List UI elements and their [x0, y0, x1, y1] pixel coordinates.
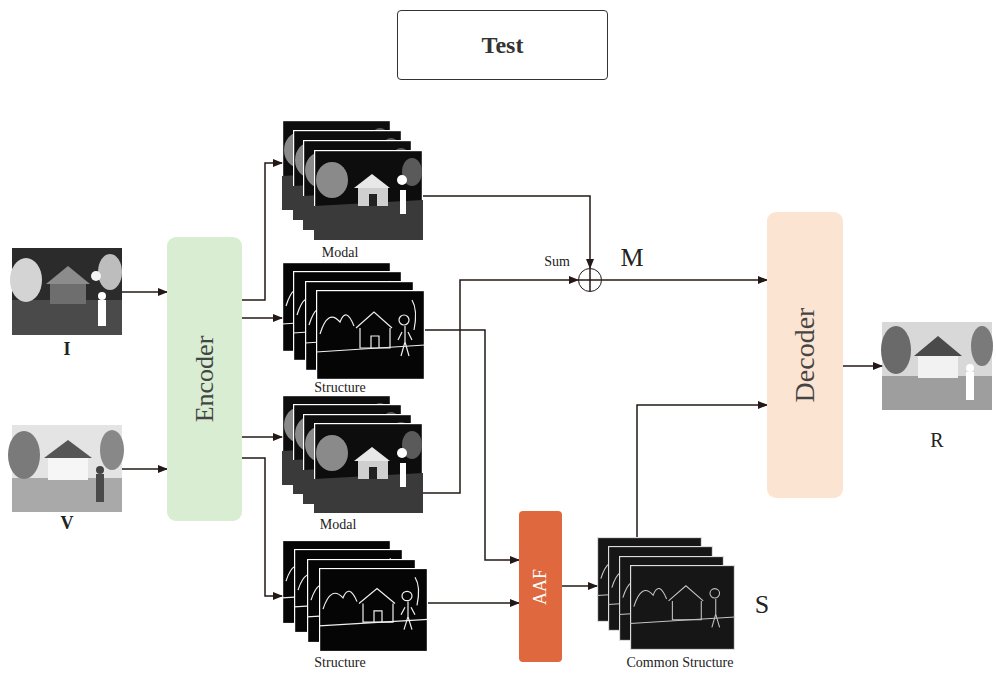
connector-arrow — [843, 365, 882, 367]
feature-stack: Modal — [282, 395, 423, 513]
feature-stack: Structure — [282, 540, 428, 652]
image-person — [966, 364, 974, 372]
feature-stack: Structure — [282, 262, 425, 380]
connector-arrow — [637, 405, 767, 537]
feature-stack: Modal — [282, 120, 423, 240]
block-label: Encoder — [190, 336, 219, 423]
encoder-block: Encoder — [167, 237, 242, 521]
image-roof — [914, 336, 962, 356]
block-label: AAF — [531, 568, 551, 604]
image-roof — [46, 266, 90, 284]
sum-circle: SumM — [578, 268, 602, 292]
connector-arrow — [428, 602, 519, 604]
image-house — [48, 458, 88, 480]
connector-arrow — [122, 291, 167, 293]
image-road — [12, 478, 122, 512]
node-label: Sum — [544, 254, 570, 269]
node-label: S — [755, 591, 769, 620]
fused-image — [881, 322, 993, 410]
node-label: Modal — [320, 517, 357, 532]
node-label: M — [620, 244, 643, 273]
node-label: Structure — [314, 380, 365, 395]
node-label: R — [930, 429, 943, 451]
image-road — [12, 300, 122, 335]
feature-map — [314, 151, 423, 240]
connector-arrow — [122, 468, 167, 470]
infrared-image — [10, 248, 122, 335]
structure-feature-stack — [282, 541, 428, 652]
connector-arrow — [562, 585, 597, 587]
image-house — [50, 284, 86, 304]
image-tree — [8, 431, 40, 479]
image-person — [98, 300, 106, 326]
image-tree — [971, 326, 993, 366]
modal-feature-stack — [282, 396, 423, 513]
feature-map — [314, 424, 423, 513]
title-box: Test — [397, 10, 608, 80]
plus-stroke — [579, 279, 601, 281]
node-label: Common Structure — [627, 655, 734, 670]
aaf-block: AAF — [519, 511, 562, 662]
image-balloon — [91, 271, 101, 281]
connector-arrow — [242, 458, 282, 596]
block-label: Decoder — [790, 308, 821, 403]
connector-arrow — [423, 280, 578, 493]
image-house — [918, 356, 958, 378]
feature-map — [316, 291, 425, 380]
image-person — [98, 292, 106, 300]
image-tree — [98, 254, 122, 290]
modal-feature-stack — [282, 121, 423, 240]
common-structure-stack — [597, 538, 735, 650]
node-label: V — [61, 514, 74, 534]
image-tree — [10, 258, 42, 302]
image-person — [966, 372, 974, 400]
input-image: I — [12, 248, 122, 335]
image-roof — [44, 440, 92, 458]
image-tree — [881, 326, 911, 374]
plus-sign — [579, 269, 601, 291]
feature-map — [630, 566, 735, 650]
output-image: R — [882, 322, 992, 410]
image-ground — [882, 322, 992, 410]
node-label: I — [63, 340, 70, 360]
connector-arrow — [425, 330, 519, 560]
image-road — [882, 376, 992, 410]
node-label: Structure — [314, 655, 365, 670]
decoder-block: Decoder — [767, 212, 843, 498]
connector-arrow — [242, 317, 282, 319]
connector-arrow — [602, 279, 767, 281]
image-tree — [100, 430, 124, 470]
visible-image — [8, 425, 124, 512]
structure-feature-stack — [282, 263, 425, 380]
input-image: V — [12, 425, 122, 512]
node-label: Modal — [322, 245, 359, 260]
image-person — [96, 466, 104, 474]
image-person — [96, 474, 104, 502]
connector-arrow — [242, 436, 282, 438]
feature-map — [319, 569, 428, 652]
connector-arrow — [242, 163, 282, 300]
feature-stack: Common StructureS — [597, 537, 735, 650]
